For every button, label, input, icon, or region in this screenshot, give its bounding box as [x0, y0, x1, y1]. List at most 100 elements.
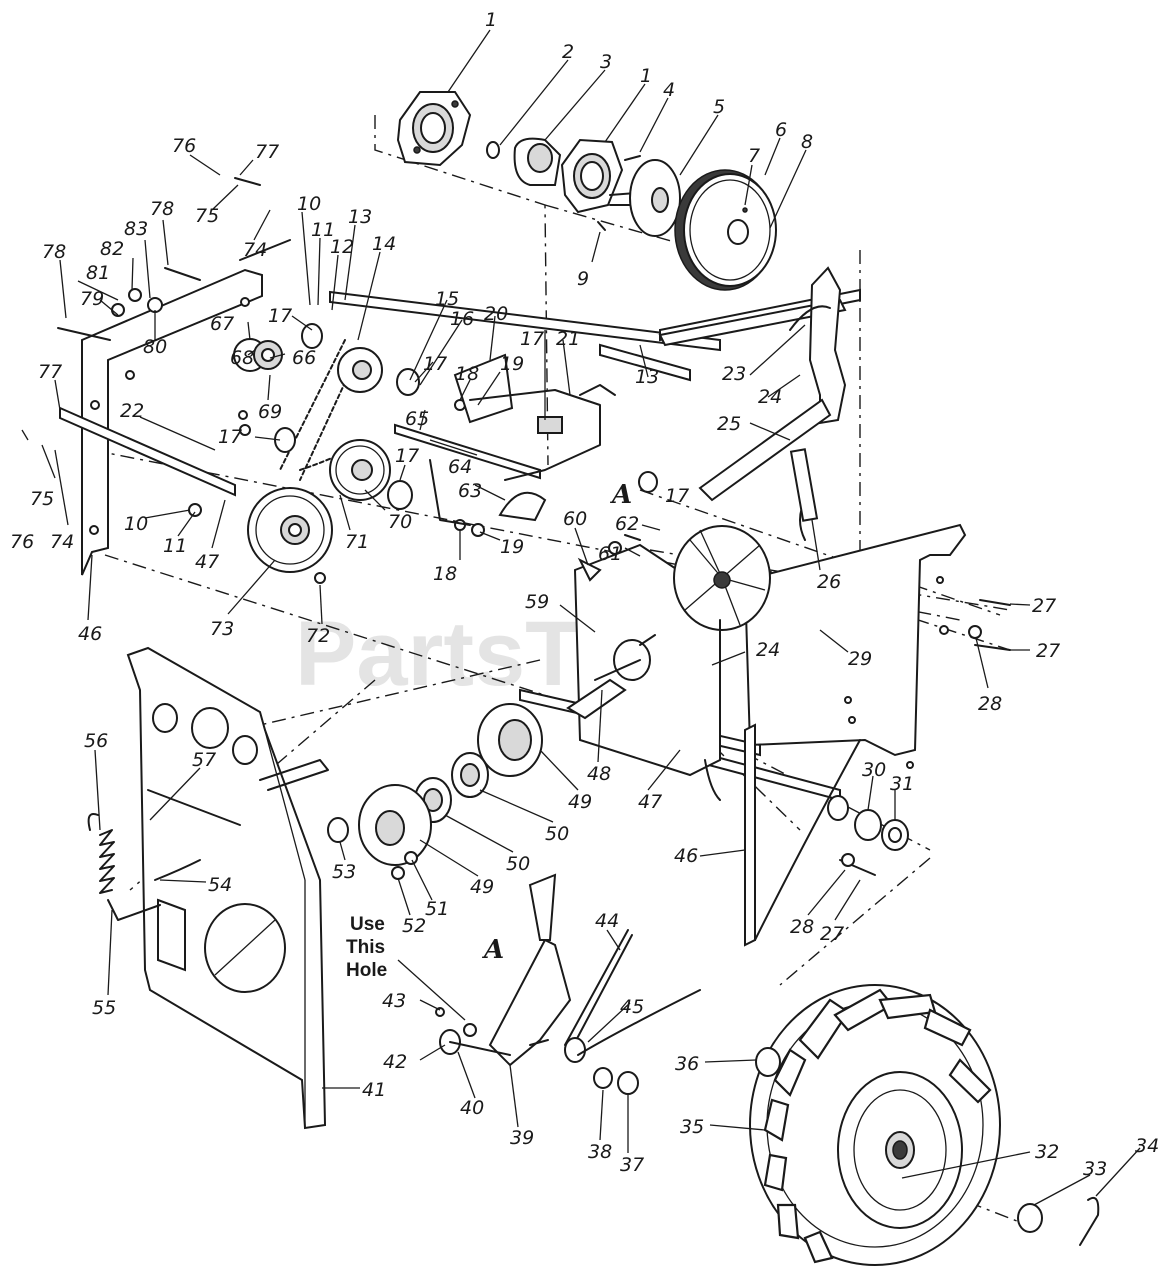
callout-30: 30: [862, 759, 886, 781]
callout-27: 27: [820, 923, 844, 945]
callout-46: 46: [78, 623, 102, 645]
shift-lever: [435, 873, 701, 1095]
callout-17: 17: [218, 426, 242, 448]
callout-72: 72: [306, 625, 330, 647]
callout-57: 57: [192, 749, 216, 771]
callout-82: 82: [100, 238, 124, 260]
callout-44: 44: [595, 910, 619, 932]
callout-50: 50: [506, 853, 530, 875]
callout-7: 7: [748, 145, 760, 167]
callout-49: 49: [568, 791, 592, 813]
callout-75: 75: [30, 488, 54, 510]
callout-15: 15: [435, 288, 459, 310]
callout-49: 49: [470, 876, 494, 898]
callout-43: 43: [382, 990, 406, 1012]
callout-48: 48: [587, 763, 611, 785]
callout-50: 50: [545, 823, 569, 845]
callout-73: 73: [210, 618, 234, 640]
callout-36: 36: [675, 1053, 699, 1075]
callout-69: 69: [258, 401, 282, 423]
callout-17: 17: [423, 353, 447, 375]
callout-2: 2: [562, 41, 574, 63]
right-lower-plate: [744, 723, 861, 947]
callout-62: 62: [615, 513, 639, 535]
callout-45: 45: [620, 996, 644, 1018]
callout-28: 28: [790, 916, 814, 938]
shift-linkage: [429, 305, 831, 526]
callout-80: 80: [143, 336, 167, 358]
callout-67: 67: [210, 313, 234, 335]
callout-1: 1: [640, 65, 652, 87]
callout-79: 79: [80, 288, 104, 310]
callout-63: 63: [458, 480, 482, 502]
leader-lines: [21, 29, 1141, 1206]
ref-mark-a-upper: A: [609, 480, 632, 510]
callout-13: 13: [348, 206, 372, 228]
callout-77: 77: [255, 141, 279, 163]
callout-6: 6: [775, 119, 787, 141]
callout-74: 74: [243, 239, 267, 261]
axle-spacers: [827, 795, 909, 851]
callout-61: 61: [598, 543, 622, 565]
callout-16: 16: [450, 308, 474, 330]
callout-37: 37: [620, 1154, 644, 1176]
callout-52: 52: [402, 915, 426, 937]
callout-10: 10: [124, 513, 148, 535]
callout-34: 34: [1135, 1135, 1159, 1157]
callout-64: 64: [448, 456, 472, 478]
callout-60: 60: [563, 508, 587, 530]
callout-75: 75: [195, 205, 219, 227]
chain-sprockets: [233, 338, 391, 573]
callout-42: 42: [383, 1051, 407, 1073]
callout-17: 17: [665, 485, 689, 507]
callout-70: 70: [388, 511, 412, 533]
callout-33: 33: [1083, 1158, 1107, 1180]
note-line-1: Use: [350, 914, 385, 935]
callout-46: 46: [674, 845, 698, 867]
callout-23: 23: [722, 363, 746, 385]
callout-19: 19: [500, 536, 524, 558]
callout-31: 31: [890, 773, 914, 795]
spindle-pulleys: [358, 634, 656, 880]
callout-12: 12: [330, 236, 354, 258]
spring-cable: [87, 789, 241, 921]
callout-54: 54: [208, 874, 232, 896]
callout-11: 11: [163, 535, 187, 557]
callout-22: 22: [120, 400, 144, 422]
callout-4: 4: [663, 79, 675, 101]
callout-40: 40: [460, 1097, 484, 1119]
callout-76: 76: [10, 531, 34, 553]
callout-71: 71: [345, 531, 369, 553]
callout-18: 18: [433, 563, 457, 585]
callout-27: 27: [1032, 595, 1056, 617]
callout-18: 18: [455, 363, 479, 385]
callout-65: 65: [405, 408, 429, 430]
callout-25: 25: [717, 413, 741, 435]
friction-wheel-housing: [573, 525, 771, 801]
callout-35: 35: [680, 1116, 704, 1138]
ref-mark-a-lower: A: [481, 935, 504, 965]
callout-5: 5: [713, 96, 725, 118]
callout-78: 78: [150, 198, 174, 220]
callout-17: 17: [520, 328, 544, 350]
callout-26: 26: [817, 571, 841, 593]
callout-38: 38: [588, 1141, 612, 1163]
callout-78: 78: [42, 241, 66, 263]
callout-47: 47: [195, 551, 219, 573]
callout-55: 55: [92, 997, 116, 1019]
callout-10: 10: [297, 193, 321, 215]
callout-17: 17: [268, 305, 292, 327]
callout-68: 68: [230, 347, 254, 369]
callout-20: 20: [484, 303, 508, 325]
note-line-2: This: [346, 937, 385, 958]
callout-76: 76: [172, 135, 196, 157]
callout-19: 19: [500, 353, 524, 375]
callout-17: 17: [395, 445, 419, 467]
callout-77: 77: [38, 361, 62, 383]
callout-24: 24: [756, 639, 780, 661]
top-pulley-assembly: [396, 91, 777, 291]
callout-51: 51: [425, 898, 449, 920]
callout-24: 24: [758, 386, 782, 408]
callout-1: 1: [485, 9, 497, 31]
